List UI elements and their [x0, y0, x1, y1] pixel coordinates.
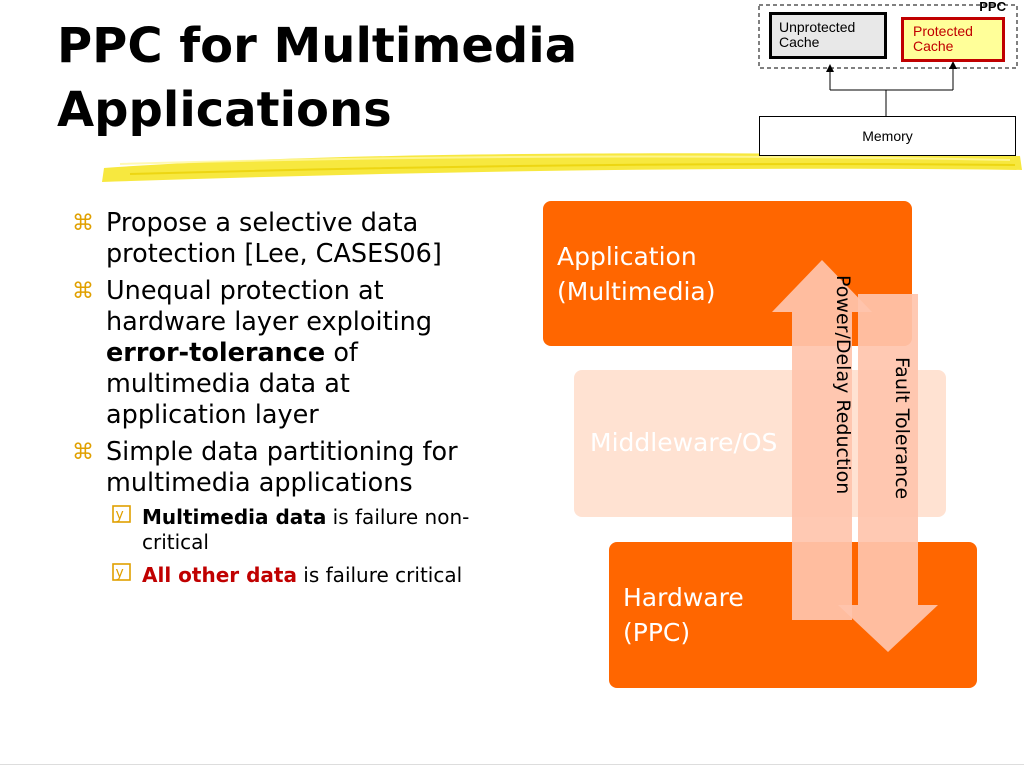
bullet-text-bold: error-tolerance	[106, 338, 326, 368]
memory-box: Memory	[759, 116, 1016, 156]
bullet-text: Simple data partitioning for multimedia …	[106, 437, 458, 498]
bullet-icon: ⌘	[72, 211, 94, 236]
protected-cache-line1: Protected	[913, 23, 973, 39]
sub-bullet-item: y Multimedia data is failure non-critica…	[72, 505, 492, 555]
bullet-list: ⌘ Propose a selective data protection [L…	[72, 208, 492, 596]
application-layer-line1: Application	[557, 242, 697, 271]
bullet-item: ⌘ Propose a selective data protection [L…	[72, 208, 492, 270]
application-layer-line2: (Multimedia)	[557, 277, 716, 306]
protected-cache-line2: Cache	[913, 38, 954, 54]
unprotected-cache-line1: Unprotected	[779, 19, 856, 35]
power-delay-up-arrow	[772, 260, 872, 620]
svg-text:y: y	[116, 507, 124, 523]
bullet-item: ⌘ Unequal protection at hardware layer e…	[72, 276, 492, 431]
svg-text:y: y	[116, 565, 124, 581]
ppc-mini-diagram	[758, 4, 1018, 117]
fault-tolerance-down-arrow	[838, 294, 938, 652]
bullet-icon: ⌘	[72, 279, 94, 304]
sub-bullet-bold-red: All other data	[142, 563, 297, 587]
unprotected-cache-box: Unprotected Cache	[769, 12, 887, 59]
bullet-item: ⌘ Simple data partitioning for multimedi…	[72, 437, 492, 499]
power-delay-label: Power/Delay Reduction	[832, 275, 854, 494]
title-underline-stroke	[102, 153, 1022, 182]
fault-tolerance-label: Fault Tolerance	[891, 357, 913, 499]
bullet-text-before: Unequal protection at hardware layer exp…	[106, 276, 433, 337]
protected-cache-box: Protected Cache	[901, 17, 1005, 62]
layer-arrows: Power/Delay Reduction Fault Tolerance	[772, 260, 938, 652]
slide-title-line-2: Applications	[57, 82, 392, 138]
checkbox-bullet-icon: y	[112, 504, 132, 530]
sub-bullet-item: y All other data is failure critical	[72, 563, 492, 588]
bullet-text-after: of multimedia data at application layer	[106, 338, 358, 430]
hardware-layer-line2: (PPC)	[623, 618, 691, 647]
slide-title-line-1: PPC for Multimedia	[57, 18, 578, 74]
unprotected-cache-line2: Cache	[779, 34, 820, 50]
hardware-layer-line1: Hardware	[623, 583, 744, 612]
bullet-icon: ⌘	[72, 440, 94, 465]
bottom-divider	[0, 764, 1024, 765]
sub-bullet-after: is failure critical	[296, 563, 463, 587]
ppc-label: PPC	[979, 0, 1006, 14]
middleware-layer-label: Middleware/OS	[590, 428, 778, 457]
sub-bullet-bold: Multimedia data	[142, 505, 327, 529]
checkbox-bullet-icon: y	[112, 562, 132, 588]
bullet-text: Propose a selective data protection [Lee…	[106, 208, 442, 269]
slide-title: PPC for Multimedia Applications	[57, 14, 717, 142]
sub-bullet-after: is failure non-critical	[142, 505, 470, 554]
